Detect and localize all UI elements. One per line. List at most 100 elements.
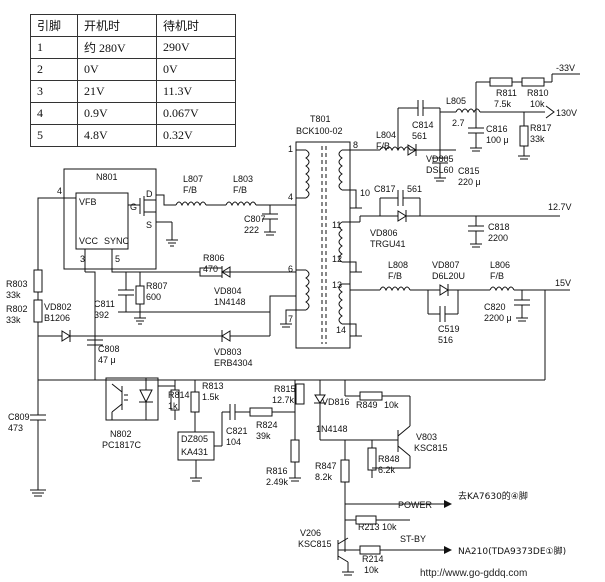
to-ka7630-label: 去KA7630的④脚 xyxy=(458,490,528,502)
output-minus-33v xyxy=(475,73,580,112)
sync-pin-label: SYNC xyxy=(104,236,130,246)
c811-label: C811 xyxy=(94,299,115,309)
l808-label: L808 xyxy=(388,260,408,270)
r806-value: 470 xyxy=(203,264,218,274)
l805-label: L805 xyxy=(446,96,466,106)
l808-value: F/B xyxy=(388,271,402,281)
vd816-value: 1N4148 xyxy=(316,424,348,434)
c821-value: 104 xyxy=(226,437,241,447)
c820-label: C820 xyxy=(484,302,506,312)
t801-pin-4: 4 xyxy=(288,192,293,202)
vd807-value: D6L20U xyxy=(432,271,465,281)
vd806-label: VD806 xyxy=(370,228,398,238)
c818-label: C818 xyxy=(488,222,510,232)
output-15v-label: 15V xyxy=(555,278,571,288)
l805-value: 2.7 xyxy=(452,118,465,128)
l804-value: F/B xyxy=(376,141,390,151)
c817-label: C817 xyxy=(374,184,396,194)
r849-label: R849 xyxy=(356,400,378,410)
pin-4-label: 4 xyxy=(57,186,62,196)
r802-value: 33k xyxy=(6,315,21,325)
r811-value: 7.5k xyxy=(494,99,512,109)
r802-label: R802 xyxy=(6,304,28,314)
table-row: 2 0V 0V xyxy=(30,58,236,81)
r814-label: R814 xyxy=(168,390,190,400)
l806-label: L806 xyxy=(490,260,510,270)
ic-n801 xyxy=(63,168,178,272)
standby-voltage-cell: 0V xyxy=(156,58,236,81)
t801-pin-14: 14 xyxy=(336,325,346,335)
pin-voltage-table: 引脚 开机时 待机时 1 约 280V 290V 2 0V 0V 3 21V 1… xyxy=(30,14,236,147)
r807-value: 600 xyxy=(146,292,161,302)
t801-label: T801 xyxy=(310,114,331,124)
r806-label: R806 xyxy=(203,253,225,263)
standby-switch-v803 xyxy=(319,412,452,525)
c815-value: 220 μ xyxy=(458,177,481,187)
r213-label: R213 xyxy=(358,522,380,532)
standby-control-v206 xyxy=(337,520,452,576)
l803-value: F/B xyxy=(233,185,247,195)
c818-value: 2200 xyxy=(488,233,508,243)
vd804-label: VD804 xyxy=(214,286,242,296)
feedback-network xyxy=(158,380,411,482)
c807-label: C807 xyxy=(244,214,266,224)
vd805-value: DSL60 xyxy=(426,165,454,175)
c817-value: 561 xyxy=(407,184,422,194)
c808-label: C808 xyxy=(98,344,120,354)
vcc-supply-network xyxy=(85,258,296,380)
vd803-value: ERB4304 xyxy=(214,358,253,368)
r824-label: R824 xyxy=(256,420,278,430)
n802-value: PC1817C xyxy=(102,440,142,450)
r803-label: R803 xyxy=(6,279,28,289)
na210-label: NA210(TDA9373DE①脚) xyxy=(458,546,566,557)
r813-value: 1.5k xyxy=(202,392,220,402)
r813-label: R813 xyxy=(202,381,224,391)
t801-pin-8: 8 xyxy=(353,140,358,150)
output-minus-33v-label: -33V xyxy=(556,63,575,73)
drain-label: D xyxy=(146,189,153,199)
c814-value: 561 xyxy=(412,131,427,141)
c820-value: 2200 μ xyxy=(484,313,512,323)
r814-value: 1k xyxy=(168,401,178,411)
l807-label: L807 xyxy=(183,174,203,184)
dz805-label: DZ805 xyxy=(181,434,208,444)
r816-value: 2.49k xyxy=(266,477,289,487)
vd802-value: B1206 xyxy=(44,313,70,323)
r816-label: R816 xyxy=(266,466,288,476)
vd806-value: TRGU41 xyxy=(370,239,406,249)
standby-voltage-cell: 0.32V xyxy=(156,124,236,147)
power-label: POWER xyxy=(398,500,433,510)
t801-value: BCK100-02 xyxy=(296,126,343,136)
transformer-t801 xyxy=(280,141,362,349)
v803-value: KSC815 xyxy=(414,443,448,453)
c816-value: 100 μ xyxy=(486,135,509,145)
source-label: S xyxy=(146,220,152,230)
output-130v xyxy=(350,100,555,182)
r849-value: 10k xyxy=(384,400,399,410)
standby-voltage-cell: 0.067V xyxy=(156,102,236,125)
output-12-7v-label: 12.7V xyxy=(548,202,572,212)
v206-value: KSC815 xyxy=(298,539,332,549)
r824-value: 39k xyxy=(256,431,271,441)
r803-value: 33k xyxy=(6,290,21,300)
vcc-pin-label: VCC xyxy=(79,236,99,246)
c807-value: 222 xyxy=(244,225,259,235)
r810-label: R810 xyxy=(527,88,549,98)
output-15v xyxy=(350,284,570,380)
c821-label: C821 xyxy=(226,426,248,436)
vd803-label: VD803 xyxy=(214,347,242,357)
r815-value: 12.7k xyxy=(272,395,295,405)
output-130v-label: 130V xyxy=(556,108,577,118)
standby-label: ST-BY xyxy=(400,534,426,544)
table-row: 5 4.8V 0.32V xyxy=(30,124,236,147)
r214-value: 10k xyxy=(364,565,379,575)
l807-value: F/B xyxy=(183,185,197,195)
r847-value: 8.2k xyxy=(315,472,333,482)
l803-label: L803 xyxy=(233,174,253,184)
l806-value: F/B xyxy=(490,271,504,281)
c815-label: C815 xyxy=(458,166,480,176)
vd807-label: VD807 xyxy=(432,260,460,270)
l804-label: L804 xyxy=(376,130,396,140)
